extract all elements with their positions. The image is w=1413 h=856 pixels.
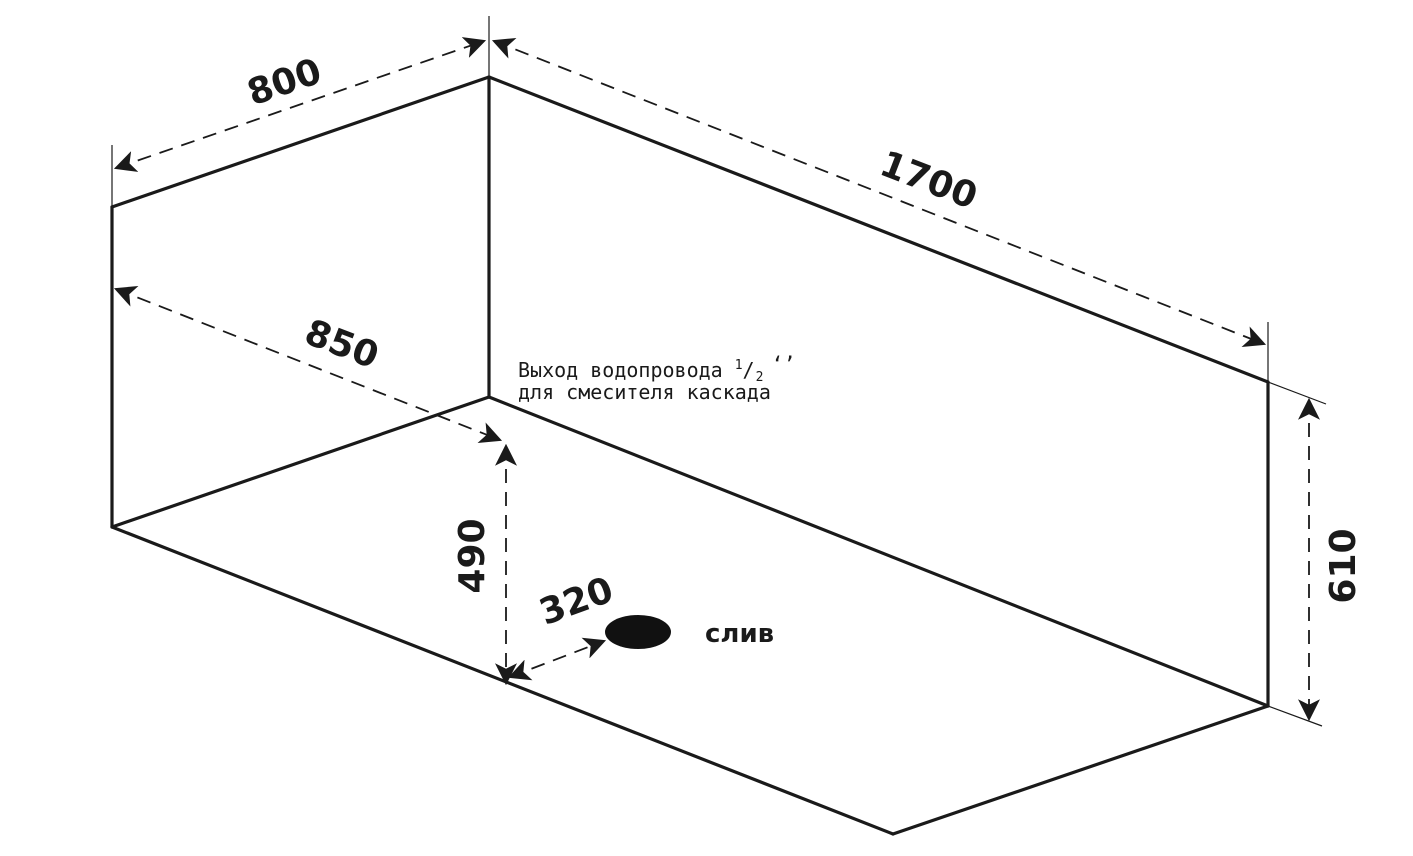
- water-outlet-line2: для смесителя каскада: [518, 380, 771, 404]
- dim-label-1700: 1700: [874, 144, 982, 218]
- box-outline: [110, 75, 1270, 836]
- dim-line-1700: [491, 38, 1267, 347]
- water-outlet-inch-mark: ‘’: [771, 352, 795, 376]
- ext-right-lower: [1267, 705, 1323, 727]
- edge-inner-long: [487, 395, 1270, 708]
- water-outlet-fraction-slash: /: [743, 358, 755, 382]
- edge-bottom-front: [110, 525, 895, 836]
- dim-label-800: 800: [242, 51, 326, 114]
- dim-label-610: 610: [1323, 528, 1364, 603]
- drain-hole-icon: [605, 615, 671, 649]
- dim-label-320: 320: [534, 569, 619, 633]
- drain-label: слив: [705, 619, 774, 649]
- dim-line-800: [113, 37, 487, 172]
- water-outlet-prefix: Выход водопровода: [518, 358, 723, 382]
- dim-label-490: 490: [452, 518, 493, 593]
- dimension-lines: [113, 37, 1320, 722]
- water-outlet-note: Выход водопровода 1/2 ‘’ для смесителя кас…: [518, 352, 796, 404]
- ext-right-upper: [1267, 381, 1327, 405]
- edge-bottom-right: [891, 704, 1270, 836]
- dim-label-850: 850: [299, 312, 384, 377]
- edge-top-long: [487, 75, 1270, 384]
- dim-line-850: [113, 286, 503, 443]
- water-outlet-fraction-den: 2: [756, 370, 764, 385]
- edge-inner-left: [110, 395, 491, 529]
- water-outlet-fraction-num: 1: [735, 358, 743, 373]
- dim-line-320: [507, 637, 607, 681]
- water-outlet-line1: Выход водопровода 1/2 ‘’: [518, 352, 796, 385]
